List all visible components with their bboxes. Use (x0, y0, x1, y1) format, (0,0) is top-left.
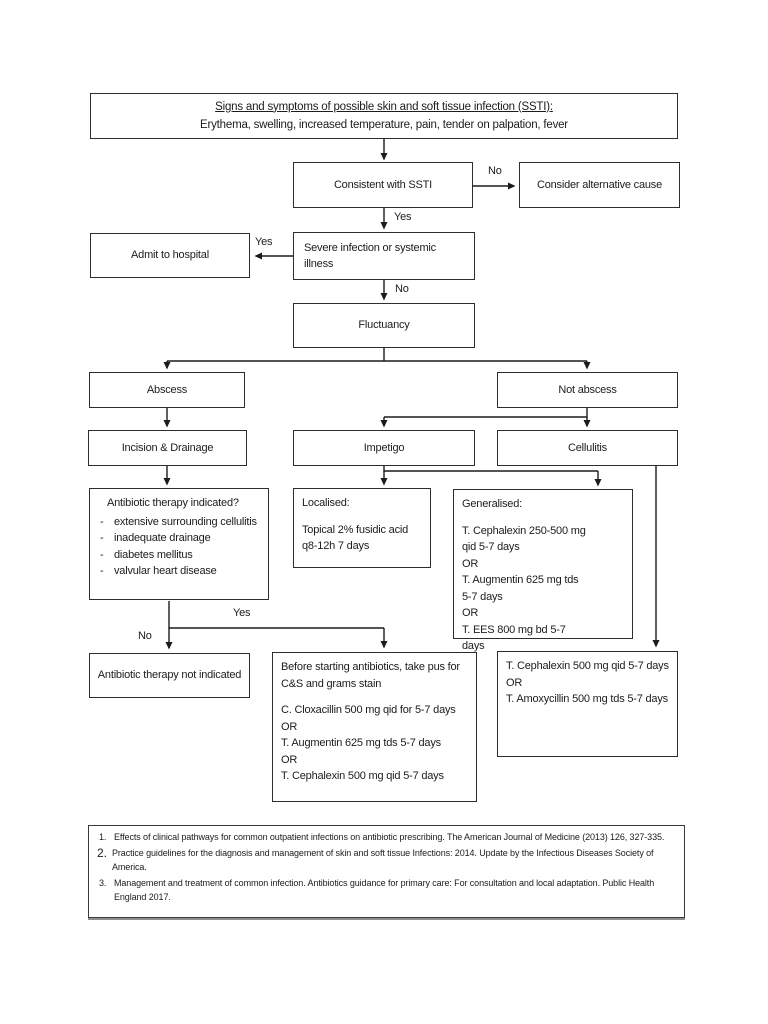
criteria-item: extensive surrounding cellulitis (98, 514, 260, 531)
node-localised-treatment: Localised: Topical 2% fusidic acid q8-12… (293, 488, 431, 568)
references-box: 1. Effects of clinical pathways for comm… (88, 825, 685, 918)
edge-label-yes-severe: Yes (392, 211, 414, 223)
reference-item: 3. Management and treatment of common in… (97, 877, 676, 905)
node-signs-symptoms: Signs and symptoms of possible skin and … (90, 93, 678, 139)
node-cellulitis: Cellulitis (497, 430, 678, 466)
criteria-item: inadequate drainage (98, 530, 260, 547)
criteria-item: valvular heart disease (98, 563, 260, 580)
localised-rx-line: Topical 2% fusidic acid q8-12h 7 days (302, 523, 409, 553)
before-antibiotics-rx-line: T. Cephalexin 500 mg qid 5-7 days (281, 770, 444, 782)
node-generalised-treatment: Generalised: T. Cephalexin 250-500 mg qi… (453, 489, 633, 652)
reference-text: Management and treatment of common infec… (114, 877, 655, 902)
node-admit-to-hospital: Admit to hospital (90, 233, 250, 278)
node-consistent-ssti: Consistent with SSTI (293, 162, 473, 208)
antibiotic-indicated-heading: Antibiotic therapy indicated? (107, 497, 239, 509)
reference-text: Effects of clinical pathways for common … (114, 832, 665, 842)
criteria-item: diabetes mellitus (98, 547, 260, 564)
node-severe-infection: Severe infection or systemic illness (293, 232, 475, 280)
reference-number: 3. (99, 877, 107, 888)
node-cellulitis-treatment: T. Cephalexin 500 mg qid 5-7 days OR T. … (497, 651, 678, 757)
node-consider-alternative-cause: Consider alternative cause (519, 162, 680, 208)
before-antibiotics-rx-line: C. Cloxacillin 500 mg qid for 5-7 days (281, 704, 456, 716)
edge-label-no-antibiotics: No (136, 630, 154, 642)
generalised-rx-line: T. Augmentin 625 mg tds 5-7 days (462, 574, 579, 603)
cellulitis-rx-line: T. Amoxycillin 500 mg tds 5-7 days (506, 693, 668, 705)
node-fluctuancy: Fluctuancy (293, 303, 475, 348)
before-antibiotics-heading: Before starting antibiotics, take pus fo… (281, 661, 460, 690)
node-impetigo: Impetigo (293, 430, 475, 466)
before-antibiotics-rx-line: T. Augmentin 625 mg tds 5-7 days (281, 737, 441, 749)
generalised-rx-line: OR (462, 557, 479, 570)
signs-symptoms-list: Erythema, swelling, increased temperatur… (200, 119, 568, 131)
node-abscess: Abscess (89, 372, 245, 408)
before-antibiotics-rx-line: OR (281, 753, 298, 766)
edge-label-no-alternative: No (486, 165, 504, 177)
cellulitis-rx-line: T. Cephalexin 500 mg qid 5-7 days (506, 660, 669, 672)
localised-heading: Localised: (302, 497, 350, 509)
edge-label-yes-antibiotics: Yes (231, 607, 253, 619)
node-antibiotic-indicated: Antibiotic therapy indicated? extensive … (89, 488, 269, 600)
reference-text: Practice guidelines for the diagnosis an… (112, 847, 654, 872)
node-antibiotic-not-indicated: Antibiotic therapy not indicated (89, 653, 250, 698)
reference-item: 1. Effects of clinical pathways for comm… (97, 831, 676, 845)
node-incision-drainage: Incision & Drainage (88, 430, 247, 466)
node-not-abscess: Not abscess (497, 372, 678, 408)
generalised-rx-line: OR (462, 607, 479, 619)
reference-number: 1. (99, 832, 107, 842)
generalised-rx-line: T. Cephalexin 250-500 mg qid 5-7 days (462, 524, 586, 554)
generalised-rx-line: T. EES 800 mg bd 5-7 days (462, 623, 566, 653)
edge-label-yes-admit: Yes (253, 236, 275, 248)
generalised-heading: Generalised: (462, 498, 522, 510)
edge-label-no-fluctuancy: No (393, 283, 411, 295)
node-before-antibiotics: Before starting antibiotics, take pus fo… (272, 652, 477, 802)
reference-number: 2. (97, 845, 107, 860)
reference-item: 2. Practice guidelines for the diagnosis… (97, 845, 676, 875)
cellulitis-rx-line: OR (506, 676, 523, 689)
signs-symptoms-title: Signs and symptoms of possible skin and … (215, 100, 553, 113)
before-antibiotics-rx-line: OR (281, 720, 298, 733)
antibiotic-indicated-criteria: extensive surrounding cellulitis inadequ… (98, 514, 260, 580)
